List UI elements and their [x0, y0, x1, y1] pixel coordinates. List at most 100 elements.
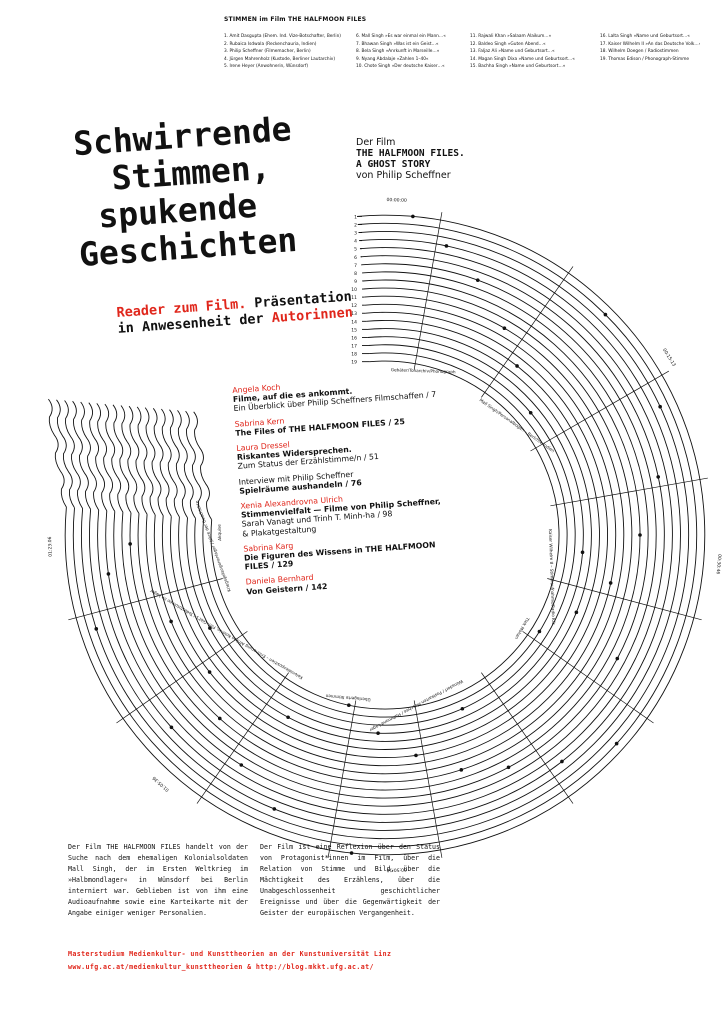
- voice-strand: [193, 411, 213, 521]
- track-number: 17: [351, 344, 357, 350]
- track-marker-dot: [239, 763, 244, 767]
- track-marker-dot: [608, 581, 613, 585]
- track-marker-dot: [169, 725, 174, 730]
- track-arc: [186, 336, 584, 734]
- track-arc: [97, 247, 673, 823]
- track-number: 9: [354, 279, 357, 285]
- time-tick: [522, 631, 654, 724]
- voice-item: 6. Mall Singh »Es war einmal ein Mann…«: [356, 34, 446, 39]
- footer-institution: Masterstudium Medienkultur- und Kunstthe…: [68, 950, 392, 958]
- footer: Masterstudium Medienkultur- und Kunstthe…: [68, 948, 391, 974]
- track-arc: [153, 303, 617, 767]
- track-number: 8: [354, 271, 357, 277]
- timecode-label: 01:05:36: [151, 775, 170, 793]
- voices-list: 1. Amit Dasgupta (Ehem. Ind. Vize-Botsch…: [224, 33, 700, 71]
- track-marker-dot: [615, 656, 620, 661]
- track-number: 5: [354, 247, 357, 253]
- track-number: 18: [351, 352, 357, 358]
- voice-item: 11. Rajwali Khan »Salaam Alaikum…«: [470, 34, 552, 39]
- track-arc: [137, 287, 633, 783]
- timecode-label: 00:50:10: [386, 866, 407, 873]
- voice-strand: [120, 405, 140, 514]
- track-number: 13: [351, 311, 357, 317]
- time-tick: [68, 578, 223, 621]
- voice-item: 19. Thomas Edison / Phonograph-Stimme: [600, 56, 690, 62]
- segment-label: Gebäter/Tonarchiv/Phonograph: [391, 367, 456, 374]
- voice-item: 1. Amit Dasgupta (Ehem. Ind. Vize-Botsch…: [224, 34, 341, 39]
- track-arc: [121, 271, 649, 799]
- table-of-contents: Angela Koch Filme, auf die es ankommt. E…: [232, 369, 497, 603]
- track-number: 3: [354, 231, 357, 237]
- time-tick: [196, 672, 289, 804]
- track-marker-dot: [580, 550, 585, 555]
- track-marker-dot: [444, 244, 449, 248]
- main-title: Schwirrende Stimmen, spukende Geschichte…: [62, 106, 362, 274]
- track-arc: [170, 320, 600, 750]
- track-arc: [72, 222, 698, 848]
- segment-label: Ttek Mohan: [514, 616, 531, 641]
- track-marker-dot: [106, 572, 111, 576]
- voice-strand: [161, 408, 180, 518]
- voice-item: 13. Faljaz Ali »Name und Geburtsort…«: [470, 49, 555, 55]
- voice-strand: [64, 400, 83, 509]
- track-marker-dot: [515, 364, 519, 368]
- voice-strand: [48, 398, 67, 508]
- track-marker-dot: [528, 410, 533, 415]
- film-info: Der Film THE HALFMOON FILES. A GHOST STO…: [356, 137, 465, 181]
- voice-strand: [112, 404, 132, 514]
- segment-label: Überlagerte Stimmen: [325, 693, 371, 702]
- track-number: 12: [351, 303, 357, 309]
- track-arc: [89, 239, 681, 831]
- time-tick: [550, 477, 708, 507]
- track-marker-dot: [656, 475, 660, 479]
- track-marker-dot: [460, 706, 465, 711]
- track-number: 7: [354, 263, 357, 269]
- track-marker-dot: [574, 610, 579, 615]
- track-marker-dot: [207, 670, 212, 674]
- track-arc: [202, 352, 568, 718]
- track-marker-dot: [560, 759, 564, 764]
- time-tick: [481, 672, 574, 804]
- track-number: 11: [351, 295, 357, 301]
- track-marker-dot: [414, 753, 418, 758]
- segment-label: Akquise: [217, 524, 223, 541]
- time-tick: [481, 266, 574, 398]
- voice-strand: [56, 399, 75, 509]
- track-marker-dot: [169, 619, 173, 624]
- voice-strand: [177, 410, 196, 519]
- track-marker-dot: [537, 629, 542, 634]
- voice-strand: [88, 402, 108, 511]
- track-marker-dot: [638, 533, 642, 537]
- voice-item: 8. Bela Singh »Anrkunft in Marseille…«: [356, 49, 440, 55]
- voice-strand: [96, 403, 116, 512]
- timecode-label: 00:30:46: [715, 554, 723, 575]
- track-number: 4: [354, 239, 357, 245]
- voice-item: 14. Magan Singh Dixa »Name und Geburtsor…: [470, 56, 575, 62]
- voice-item: 5. Irene Heyer (Anwohnerin, Wünsdorf): [224, 64, 309, 70]
- track-number: 15: [351, 327, 357, 333]
- voice-strand: [72, 400, 91, 510]
- time-tick: [327, 700, 357, 858]
- voice-item: 10. Chote Singh »Der deutsche Kaiser…«: [356, 64, 445, 70]
- track-number: 10: [351, 287, 357, 293]
- track-marker-dot: [502, 326, 507, 330]
- voice-strand: [169, 409, 188, 518]
- film-name-1: THE HALFMOON FILES.: [356, 148, 465, 159]
- segment-label: Mall Singh/Personalbogen – Berichte Indi…: [478, 397, 555, 453]
- timecode-label: 01:23:06: [47, 536, 54, 557]
- film-director: von Philip Scheffner: [356, 170, 451, 181]
- track-arc: [129, 279, 641, 791]
- track-marker-dot: [94, 627, 99, 631]
- track-number: 6: [354, 255, 357, 261]
- voice-item: 7. Bhawan Singh »Was ist ein Geist…«: [356, 41, 439, 47]
- track-marker-dot: [208, 626, 212, 630]
- track-arc: [178, 328, 592, 742]
- footer-links: www.ufg.ac.at/medienkultur_kunsttheorien…: [68, 963, 374, 971]
- voices-column-1: 1. Amit Dasgupta (Ehem. Ind. Vize-Botsch…: [224, 33, 352, 71]
- track-marker-dot: [459, 768, 464, 772]
- voice-item: 18. Wilhelm Doegen / Radiostimmen: [600, 49, 679, 55]
- track-marker-dot: [376, 731, 380, 735]
- voice-strand: [104, 403, 124, 513]
